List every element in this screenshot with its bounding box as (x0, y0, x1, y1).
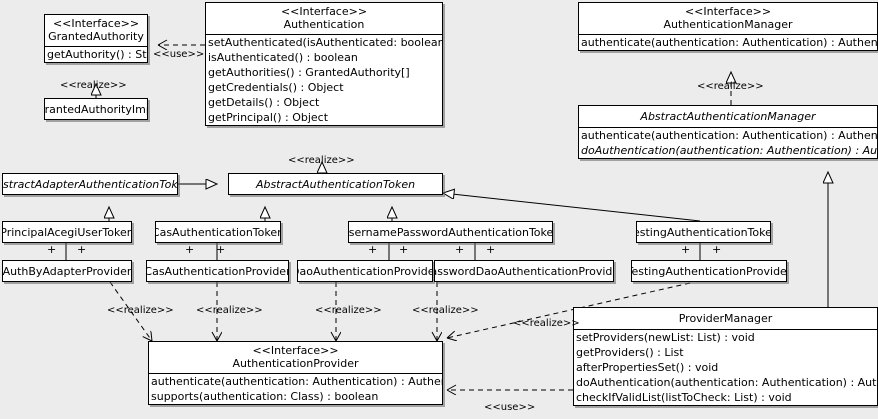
class-name: UsernamePasswordAuthenticationToken (348, 225, 553, 239)
operation: getCredentials() : Object (208, 81, 344, 94)
stereotype-label: <<Interface>> (684, 5, 772, 18)
operation: authenticate(authentication: Authenticat… (151, 375, 442, 388)
class-name: DaoAuthenticationProvider (297, 264, 433, 278)
class-abstract-authentication-token[interactable]: AbstractAuthenticationToken (228, 173, 443, 195)
operations-compartment: setAuthenticated(isAuthenticated: boolea… (206, 35, 442, 125)
class-header: <<Interface>> AuthenticationManager (579, 3, 877, 34)
edge-label-realize-granted-impl: <<realize>> (60, 80, 127, 91)
class-abstract-authentication-manager[interactable]: AbstractAuthenticationManager authentica… (578, 105, 878, 159)
class-header: ProviderManager (574, 308, 877, 329)
class-cas-authentication-token[interactable]: CasAuthenticationToken (155, 221, 281, 243)
class-password-dao-authentication-provider[interactable]: PasswordDaoAuthenticationProvider (434, 260, 614, 282)
class-header: <<Interface>> AuthenticationProvider (149, 342, 442, 373)
class-granted-authority[interactable]: <<Interface>> GrantedAuthority getAuthor… (44, 14, 148, 63)
association-end-marker: + (185, 243, 195, 256)
class-granted-authority-impl[interactable]: GrantedAuthorityImpl (44, 98, 148, 120)
class-name: ProviderManager (678, 312, 773, 325)
class-auth-by-adapter-provider[interactable]: AuthByAdapterProvider (2, 260, 132, 282)
class-authentication-manager[interactable]: <<Interface>> AuthenticationManager auth… (578, 2, 878, 51)
operations-compartment: authenticate(authentication: Authenticat… (579, 35, 877, 50)
stereotype-label: <<Interface>> (52, 17, 140, 30)
operation: afterPropertiesSet() : void (576, 361, 719, 374)
class-authentication-provider[interactable]: <<Interface>> AuthenticationProvider aut… (148, 341, 443, 405)
class-principal-acegi-user-token[interactable]: PrincipalAcegiUserToken (2, 221, 132, 243)
class-header: <<Interface>> Authentication (206, 3, 442, 34)
operation: getDetails() : Object (208, 96, 320, 109)
class-testing-authentication-provider[interactable]: TestingAuthenticationProvider (631, 260, 787, 282)
operations-compartment: setProviders(newList: List) : void getPr… (574, 330, 877, 405)
operation: getAuthorities() : GrantedAuthority[] (208, 66, 410, 79)
class-name: TestingAuthenticationProvider (631, 264, 787, 278)
association-end-marker: + (77, 243, 87, 256)
class-name: AuthByAdapterProvider (2, 264, 132, 278)
edge-label-use-authentication-granted: <<use>> (153, 49, 205, 60)
edge-label-realize-abstract-manager: <<realize>> (697, 81, 764, 92)
class-abstract-adapter-authentication-token[interactable]: AbstractAdapterAuthenticationToken (2, 173, 178, 195)
association-end-marker: + (399, 243, 409, 256)
operation: doAuthentication(authentication: Authent… (576, 376, 877, 389)
class-name: AuthenticationProvider (232, 357, 359, 370)
class-provider-manager[interactable]: ProviderManager setProviders(newList: Li… (573, 307, 878, 406)
operation: setProviders(newList: List) : void (576, 331, 755, 344)
operation: getProviders() : List (576, 346, 684, 359)
operation: supports(authentication: Class) : boolea… (151, 390, 379, 403)
compartment-divider (149, 373, 442, 374)
class-name: CasAuthenticationToken (155, 225, 281, 239)
compartment-divider (45, 46, 147, 47)
class-name: GrantedAuthority (48, 30, 144, 43)
operation: setAuthenticated(isAuthenticated: boolea… (208, 36, 442, 49)
class-name: TestingAuthenticationToken (637, 225, 770, 239)
operation: getPrincipal() : Object (208, 111, 329, 124)
edge-label-realize-password-dao-provider: <<realize>> (412, 305, 479, 316)
class-dao-authentication-provider[interactable]: DaoAuthenticationProvider (297, 260, 433, 282)
class-testing-authentication-token[interactable]: TestingAuthenticationToken (636, 221, 771, 243)
association-end-marker: + (47, 243, 57, 256)
class-header: AbstractAuthenticationManager (579, 106, 877, 127)
class-name: AbstractAuthenticationManager (640, 110, 816, 123)
operations-compartment: getAuthority() : String (45, 47, 147, 62)
operation: isAuthenticated() : boolean (208, 51, 358, 64)
compartment-divider (579, 127, 877, 128)
compartment-divider (206, 34, 442, 35)
class-name: AuthenticationManager (663, 18, 793, 31)
edge-label-use-provider-manager: <<use>> (484, 402, 536, 413)
operation: doAuthentication(authentication: Authent… (581, 144, 878, 157)
operations-compartment: authenticate(authentication: Authenticat… (579, 128, 877, 158)
association-end-marker: + (368, 243, 378, 256)
class-name: CasAuthenticationProvider (146, 264, 289, 278)
edge-label-realize-testing-provider: <<realize>> (513, 318, 580, 329)
operation: getAuthority() : String (47, 48, 147, 61)
operation: authenticate(authentication: Authenticat… (581, 129, 878, 142)
association-end-marker: + (216, 243, 226, 256)
class-authentication[interactable]: <<Interface>> Authentication setAuthenti… (205, 2, 443, 126)
class-name: GrantedAuthorityImpl (44, 102, 147, 116)
class-name: PrincipalAcegiUserToken (2, 225, 132, 239)
class-header: <<Interface>> GrantedAuthority (45, 15, 147, 46)
edge-label-realize-abstract-token-authentication: <<realize>> (288, 155, 355, 166)
edge-label-realize-dao-provider: <<realize>> (315, 305, 382, 316)
operation: authenticate(authentication: Authenticat… (581, 36, 878, 49)
class-name: Authentication (283, 18, 365, 31)
association-end-marker: + (455, 243, 465, 256)
class-name: PasswordDaoAuthenticationProvider (434, 264, 614, 278)
association-end-marker: + (712, 243, 722, 256)
class-name: AbstractAuthenticationToken (255, 177, 416, 191)
stereotype-label: <<Interface>> (252, 344, 339, 357)
edge-label-realize-cas-provider: <<realize>> (196, 305, 263, 316)
compartment-divider (579, 34, 877, 35)
compartment-divider (574, 329, 877, 330)
class-cas-authentication-provider[interactable]: CasAuthenticationProvider (146, 260, 289, 282)
association-end-marker: + (681, 243, 691, 256)
class-name: AbstractAdapterAuthenticationToken (3, 177, 178, 191)
operation: checkIfValidList(listToCheck: List) : vo… (576, 391, 792, 404)
class-username-password-authentication-token[interactable]: UsernamePasswordAuthenticationToken (348, 221, 553, 243)
operations-compartment: authenticate(authentication: Authenticat… (149, 374, 442, 404)
edge-label-realize-auth-by-adapter: <<realize>> (107, 305, 174, 316)
stereotype-label: <<Interface>> (280, 5, 368, 18)
association-end-marker: + (486, 243, 496, 256)
